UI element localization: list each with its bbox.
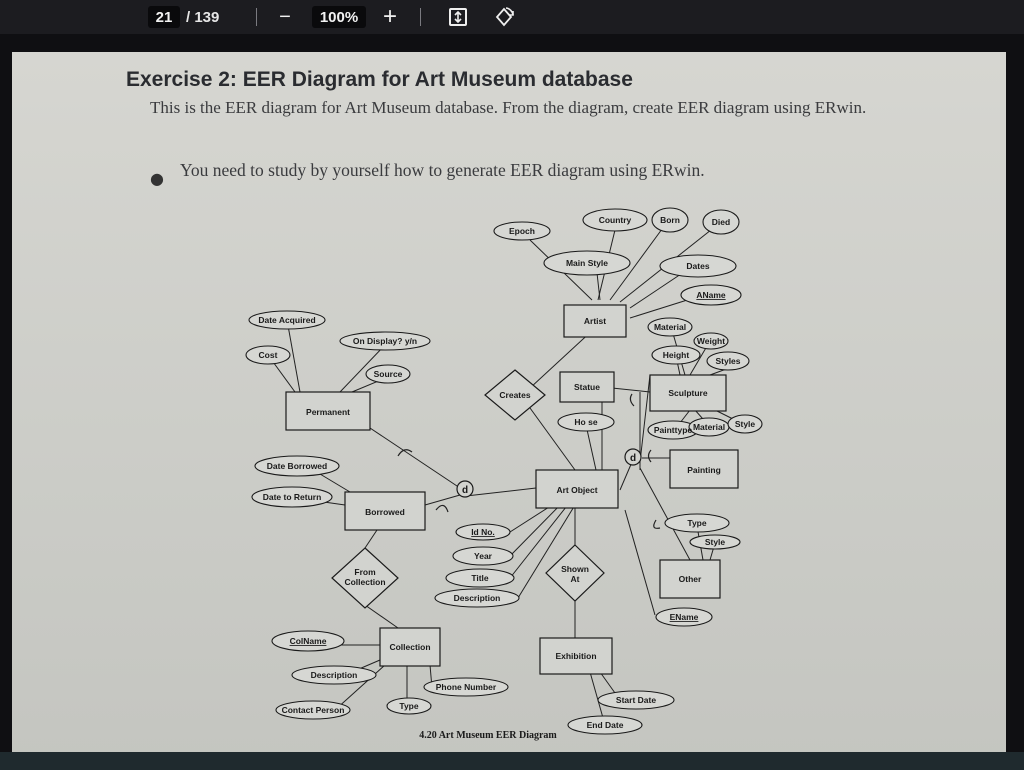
attr-country: Country [599,215,632,225]
attr-phone-number: Phone Number [436,682,497,692]
label-at: At [571,574,580,584]
intro-paragraph: This is the EER diagram for Art Museum d… [150,98,867,117]
zoom-level-input[interactable]: 100% [312,6,366,28]
toolbar-divider [420,8,421,26]
entity-sculpture [649,374,727,412]
attr-description: Description [454,593,501,603]
subset-marks [397,393,661,529]
relationship-creates [484,369,546,421]
diagram-relationships [331,369,605,609]
label-collection: Collection [389,642,430,652]
fit-page-icon[interactable] [446,5,470,29]
diagram-attributes [245,207,763,735]
label-painting: Painting [687,465,721,475]
plus-icon[interactable]: + [382,3,397,30]
label-d1: d [462,485,468,496]
attr-date-to-return: Date to Return [263,492,322,502]
label-borrowed: Borrowed [365,507,405,517]
label-from: From [354,567,376,577]
attr-end-date: End Date [587,720,624,730]
entity-collection [379,627,441,667]
diagram-lines [267,224,749,726]
entity-exhibition [539,637,613,675]
attr-col-type: Type [399,701,418,711]
attr-styles: Styles [715,356,740,366]
attr-year: Year [474,551,493,561]
attr-cost: Cost [259,350,278,360]
attr-style-2: Style [705,537,726,547]
diagram-entities [285,304,739,675]
page-total: / 139 [186,8,220,26]
attr-weight: Weight [697,336,725,346]
label-shown: Shown [561,564,589,574]
entity-artist [563,304,627,338]
attr-dates: Dates [686,261,709,271]
attr-ename: EName [670,612,699,622]
label-art-object: Art Object [556,485,597,495]
attr-start-date: Start Date [616,695,656,705]
instruction-bullet: You need to study by yourself how to gen… [180,160,705,180]
attr-type: Type [687,518,706,528]
attr-aname: AName [696,290,726,300]
diagram-caption: 4.20 Art Museum EER Diagram [419,730,557,741]
label-creates: Creates [499,390,530,400]
attr-date-acquired: Date Acquired [258,315,315,325]
toolbar-divider [256,8,257,26]
attr-on-display: On Display? y/n [353,336,417,346]
entity-statue [559,371,615,403]
minus-icon[interactable]: − [279,5,291,28]
attr-source: Source [374,369,403,379]
label-exhibition: Exhibition [555,651,596,661]
pdf-toolbar: 21 / 139 − 100% + [0,0,1024,34]
label-collection-rel: Collection [344,577,385,587]
attr-style: Style [735,419,756,429]
attr-epoch: Epoch [509,226,535,236]
current-page-input[interactable]: 21 [148,6,180,28]
entity-other [659,559,721,599]
entity-painting [669,449,739,489]
attr-date-borrowed: Date Borrowed [267,461,327,471]
attr-material-2: Material [693,422,725,432]
label-sculpture: Sculpture [668,388,707,398]
attr-painttype: Painttype [654,425,693,435]
label-other: Other [679,574,702,584]
attr-height: Height [663,350,690,360]
attr-died: Died [712,217,730,227]
attr-colname: ColName [290,636,327,646]
rotate-icon[interactable] [492,5,516,29]
attr-house: Ho se [574,417,597,427]
attr-born: Born [660,215,680,225]
entity-borrowed [344,491,426,531]
entity-art-object [535,469,619,509]
bullet-icon: ● [150,169,164,188]
taskbar-strip [0,752,1024,770]
attr-id-no: Id No. [471,527,495,537]
relationship-shown-at [545,544,605,602]
relationship-from-collection [331,547,399,609]
attr-title: Title [471,573,489,583]
disjoint-circle-1 [456,480,474,498]
attr-main-style: Main Style [566,258,608,268]
entity-permanent [285,391,371,431]
diagram-disjoint [456,448,642,498]
attr-col-description: Description [311,670,358,680]
exercise-heading: Exercise 2: EER Diagram for Art Museum d… [126,68,633,91]
label-statue: Statue [574,382,600,392]
label-artist: Artist [584,316,606,326]
attr-material: Material [654,322,686,332]
attr-contact-person: Contact Person [282,705,345,715]
label-permanent: Permanent [306,407,350,417]
label-d2: d [630,453,636,464]
disjoint-circle-2 [624,448,642,466]
